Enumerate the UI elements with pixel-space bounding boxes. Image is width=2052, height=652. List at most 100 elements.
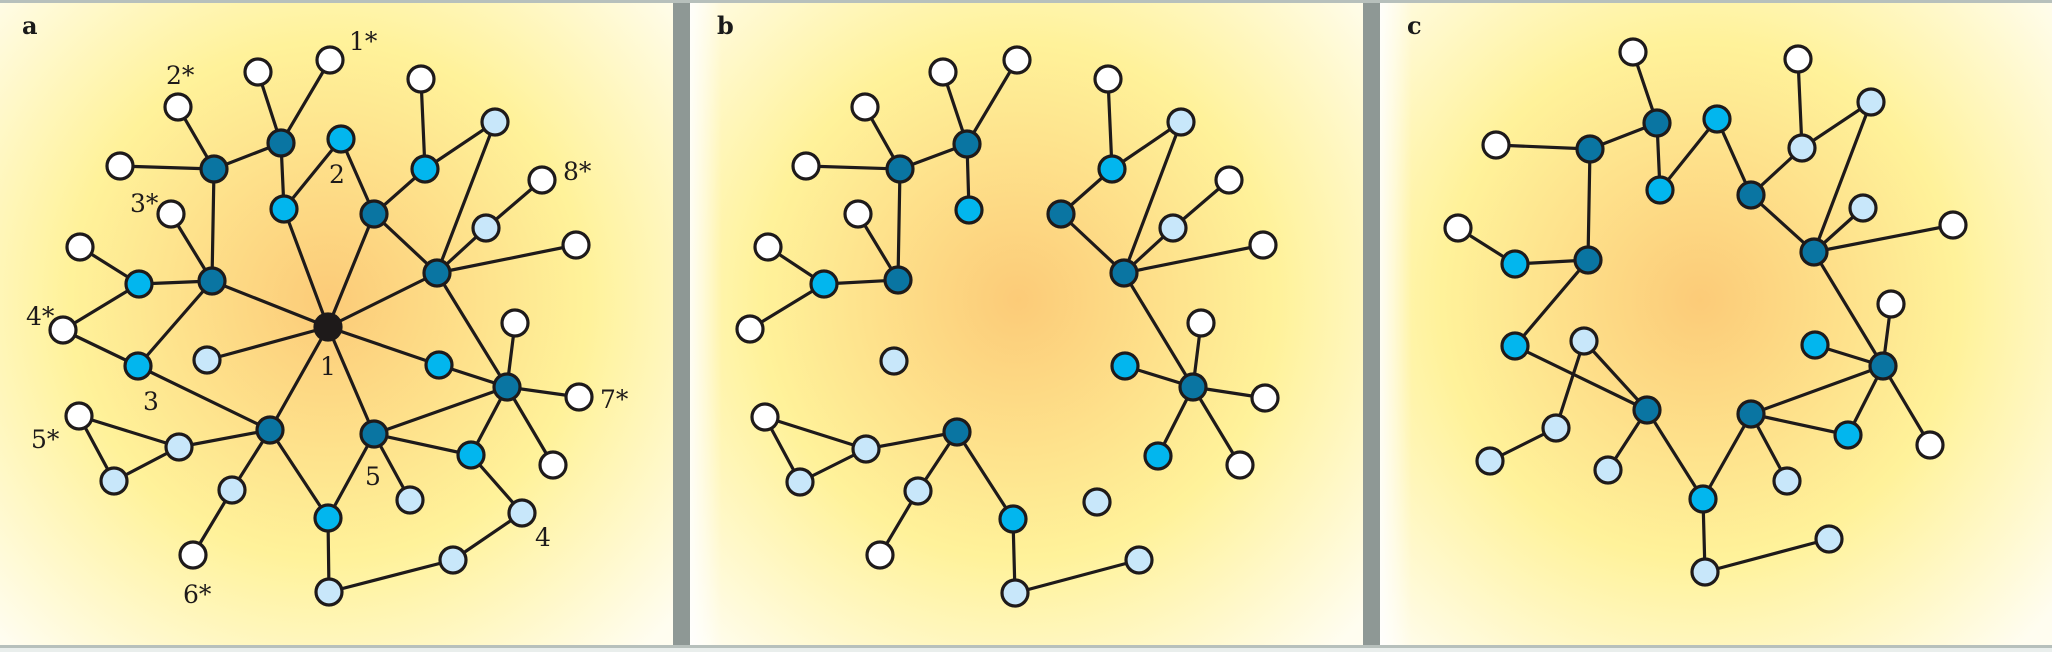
node-annotation: 6* [183,580,212,609]
node-light [1856,87,1886,117]
node-light [1787,133,1817,163]
node-cyan [1645,175,1675,205]
node-dark [492,372,522,402]
panel-background-b [690,0,1363,648]
edge [210,167,216,283]
edge [763,415,868,451]
edge [1796,57,1804,150]
edge [372,385,509,436]
node-white [163,92,193,122]
node-light [99,466,129,496]
node-annotation: 2* [166,61,195,90]
node-cyan [456,440,486,470]
edge [268,325,330,432]
edge [1749,412,1850,437]
node-light [1000,578,1030,608]
edge [326,432,376,520]
edge [326,271,439,329]
node-white [928,57,958,87]
node-dark [1642,108,1672,138]
node-white [753,232,783,262]
edge [279,58,332,145]
node-annotation: 1* [349,27,378,56]
node-light [879,346,909,376]
node-dark [942,417,972,447]
node-cyan [1500,331,1530,361]
node-light [314,577,344,607]
node-cyan [326,124,356,154]
node-cyan [1500,249,1530,279]
node-white [843,199,873,229]
node-dark [885,154,915,184]
node-light [480,107,510,137]
edge [965,58,1019,146]
node-annotation: 1 [320,352,336,381]
edge [118,164,216,171]
edge [77,414,181,449]
node-white [1915,430,1945,460]
node-white [64,401,94,431]
node-light [1772,466,1802,496]
edge [372,432,473,457]
node-white [65,232,95,262]
node-white [1225,450,1255,480]
node-white [735,314,765,344]
node-white [850,92,880,122]
node-annotation: 5* [31,425,60,454]
edge [327,558,455,594]
edge [282,137,343,211]
node-light [438,545,468,575]
node-white [1443,213,1473,243]
node-dark [1573,245,1603,275]
node-cyan [1097,154,1127,184]
node-cyan [424,350,454,380]
edge [1701,412,1753,501]
edge [1106,77,1114,171]
node-light [192,345,222,375]
edge [419,77,427,171]
edge [1881,364,1932,447]
node-cyan [998,504,1028,534]
node-cyan [954,195,984,225]
node-cyan [269,194,299,224]
edge [136,364,272,432]
node-dark [1046,199,1076,229]
edge [1513,344,1649,412]
node-white [527,165,557,195]
edge [1582,339,1649,412]
node-white [1618,37,1648,67]
node-dark [199,154,229,184]
node-white [1481,130,1511,160]
edge [1586,147,1592,262]
node-dark [255,415,285,445]
node-annotation: 5 [365,462,381,491]
edge [1122,271,1195,389]
node-cyan [1800,330,1830,360]
edge [955,430,1015,521]
edge [804,164,902,171]
panel-gutter [1363,0,1380,648]
node-cyan [1702,104,1732,134]
node-annotation: 7* [600,385,629,414]
node-dark [1736,399,1766,429]
edge [1122,120,1183,275]
node-annotation: 4* [26,302,55,331]
node-light [1848,193,1878,223]
node-white [406,64,436,94]
node-white [48,315,78,345]
node-cyan [1833,420,1863,450]
node-light [1124,545,1154,575]
node-dark [1868,351,1898,381]
edge [282,207,330,329]
node-cyan [1110,351,1140,381]
nodes-c [1443,37,1968,587]
node-light [507,498,537,528]
node-light [903,476,933,506]
node-white [564,382,594,412]
node-dark [952,129,982,159]
edge [136,279,214,368]
edge [326,325,376,436]
edge [1645,408,1705,501]
panel-label-a: a [22,11,38,40]
